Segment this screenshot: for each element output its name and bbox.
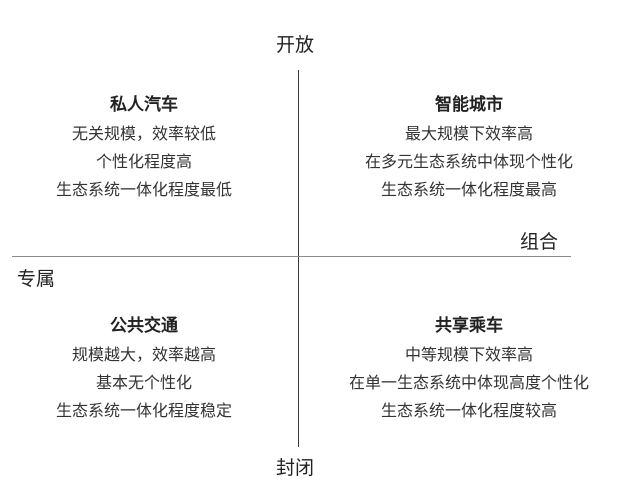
quadrant-line: 生态系统一体化程度最低 [55,180,232,199]
quadrant-line: 中等规模下效率高 [404,345,533,364]
quadrant-title: 私人汽车 [110,95,178,115]
quadrant-title: 共享乘车 [435,316,503,336]
vertical-axis-line [298,70,299,447]
quadrant-line: 在单一生态系统中体现高度个性化 [348,373,589,392]
quadrant-line: 在多元生态系统中体现个性化 [364,152,573,171]
quadrant-line: 生态系统一体化程度最高 [380,180,557,199]
quadrant-line: 生态系统一体化程度稳定 [55,401,232,420]
quadrant-line: 无关规模，效率较低 [71,124,216,143]
axis-label-open: 开放 [276,34,315,56]
quadrant-title: 智能城市 [435,95,503,115]
quadrant-line: 规模越大，效率越高 [71,345,216,364]
quadrant-smart-city: 智能城市 最大规模下效率高 在多元生态系统中体现个性化 生态系统一体化程度最高 [329,93,609,204]
quadrant-line: 个性化程度高 [95,152,192,171]
axis-label-exclusive: 专属 [17,268,56,290]
quadrant-private-car: 私人汽车 无关规模，效率较低 个性化程度高 生态系统一体化程度最低 [4,93,284,204]
quadrant-public-transit: 公共交通 规模越大，效率越高 基本无个性化 生态系统一体化程度稳定 [4,314,284,425]
axis-label-combined: 组合 [520,231,559,253]
axis-label-closed: 封闭 [276,457,315,479]
quadrant-line: 最大规模下效率高 [404,124,533,143]
quadrant-ride-sharing: 共享乘车 中等规模下效率高 在单一生态系统中体现高度个性化 生态系统一体化程度较… [329,314,609,425]
quadrant-line: 基本无个性化 [95,373,192,392]
quadrant-title: 公共交通 [110,316,178,336]
horizontal-axis-line [12,256,571,257]
quadrant-line: 生态系统一体化程度较高 [380,401,557,420]
